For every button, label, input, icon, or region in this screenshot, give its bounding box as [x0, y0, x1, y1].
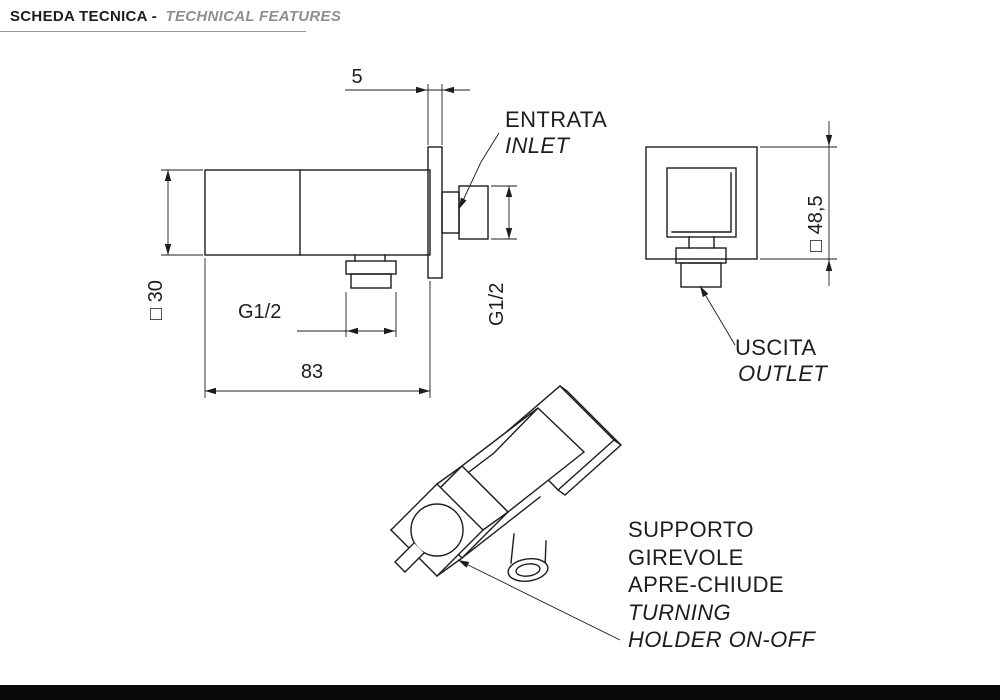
- iso-wall-plate-thickness: [557, 385, 622, 496]
- dim-outlet-thread: G1/2: [238, 292, 397, 337]
- iso-holder-slot-fill: [395, 543, 424, 572]
- inlet-label-english: INLET: [505, 133, 571, 158]
- dim-plate-square-label: □ 48,5: [805, 195, 827, 252]
- inlet-label-italian: ENTRATA: [505, 107, 607, 132]
- front-outlet-flange: [675, 247, 727, 264]
- front-outlet-neck: [688, 236, 715, 249]
- outlet-leader-line: [699, 285, 736, 346]
- dim-body-square-label: □ 30: [145, 280, 167, 320]
- side-inlet-thread: [458, 185, 489, 240]
- side-outlet-barrel: [350, 273, 392, 289]
- front-outlet-barrel: [680, 262, 722, 288]
- side-inlet-neck: [441, 191, 460, 234]
- iso-body-bottom-edge: [461, 496, 541, 559]
- holder-label-en-2: HOLDER ON-OFF: [628, 627, 816, 652]
- iso-view: SUPPORTO GIREVOLE APRE-CHIUDE TURNING HO…: [390, 385, 816, 652]
- holder-label-it-3: APRE-CHIUDE: [628, 572, 784, 597]
- dim-plate-square: □ 48,5: [760, 121, 837, 286]
- side-body-outline: [204, 169, 431, 256]
- holder-label-en-1: TURNING: [628, 600, 731, 625]
- front-body-square: [666, 167, 737, 238]
- holder-leader-line: [457, 559, 621, 641]
- dim-plate-thickness: 5: [345, 66, 470, 145]
- dim-body-square: □ 30: [145, 169, 203, 320]
- iso-holder-edges: [390, 465, 509, 577]
- holder-callout: SUPPORTO GIREVOLE APRE-CHIUDE TURNING HO…: [457, 517, 816, 652]
- front-body-edge-detail: [671, 172, 732, 233]
- sheet-title-english: TECHNICAL FEATURES: [165, 8, 342, 25]
- iso-holder-hole: [410, 503, 464, 557]
- inlet-callout: ENTRATA INLET: [458, 107, 607, 210]
- outlet-label-english: OUTLET: [738, 361, 828, 386]
- dim-total-length-label: 83: [301, 361, 323, 383]
- front-view: □ 48,5 USCITA OUTLET: [645, 121, 837, 386]
- iso-outlet: [507, 533, 549, 582]
- outlet-label-italian: USCITA: [735, 335, 816, 360]
- side-view: 5 □ 30 G1/2 83: [145, 66, 607, 398]
- inlet-thread-label: G1/2: [486, 283, 508, 326]
- dim-total-length: 83: [204, 258, 431, 398]
- front-wall-plate: [645, 146, 758, 260]
- inlet-leader-line: [458, 132, 500, 210]
- outlet-thread-label: G1/2: [238, 301, 281, 323]
- holder-label-it-1: SUPPORTO: [628, 517, 754, 542]
- holder-label-it-2: GIREVOLE: [628, 545, 744, 570]
- sheet-header: SCHEDA TECNICA - TECHNICAL FEATURES: [10, 8, 341, 26]
- dim-plate-thickness-label: 5: [351, 66, 362, 88]
- header-divider: [0, 31, 306, 32]
- dim-inlet-thread: G1/2: [486, 185, 517, 326]
- outlet-callout: USCITA OUTLET: [699, 285, 828, 386]
- side-outlet-neck: [354, 254, 386, 262]
- iso-holder-slot: [394, 542, 425, 573]
- side-outlet-flange: [345, 260, 397, 275]
- sheet-title-italian: SCHEDA TECNICA -: [10, 8, 158, 25]
- footer-bar: [0, 685, 1000, 700]
